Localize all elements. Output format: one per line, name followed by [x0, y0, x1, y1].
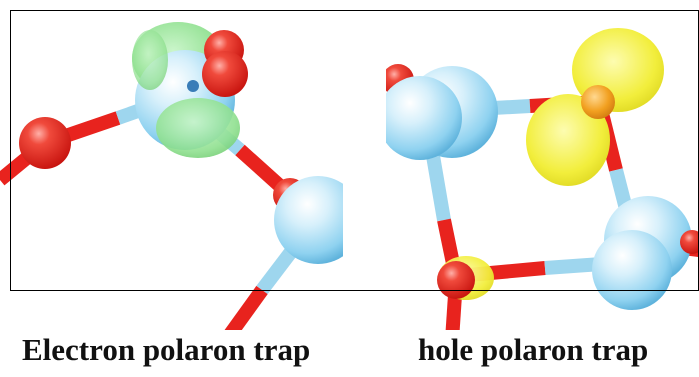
hole-orbital-lobe-bottom	[526, 94, 610, 186]
oxygen-atom	[680, 230, 699, 254]
oxygen-atom	[437, 261, 475, 299]
hole-polaron-caption: hole polaron trap	[418, 332, 649, 367]
electron-orbital-lobe-bottom	[156, 98, 240, 158]
oxygen-atom	[202, 51, 248, 97]
cation-atom	[592, 230, 672, 310]
cation-atom	[274, 176, 343, 264]
trap-center-atom	[187, 80, 199, 92]
trap-center-atom	[581, 85, 615, 119]
electron-polaron-caption: Electron polaron trap	[22, 332, 311, 367]
cation-atom	[386, 76, 462, 160]
hole-polaron-structure	[386, 28, 699, 330]
electron-orbital-lobe-left	[132, 30, 168, 90]
electron-polaron-structure	[0, 22, 343, 330]
oxygen-atom	[19, 117, 71, 169]
